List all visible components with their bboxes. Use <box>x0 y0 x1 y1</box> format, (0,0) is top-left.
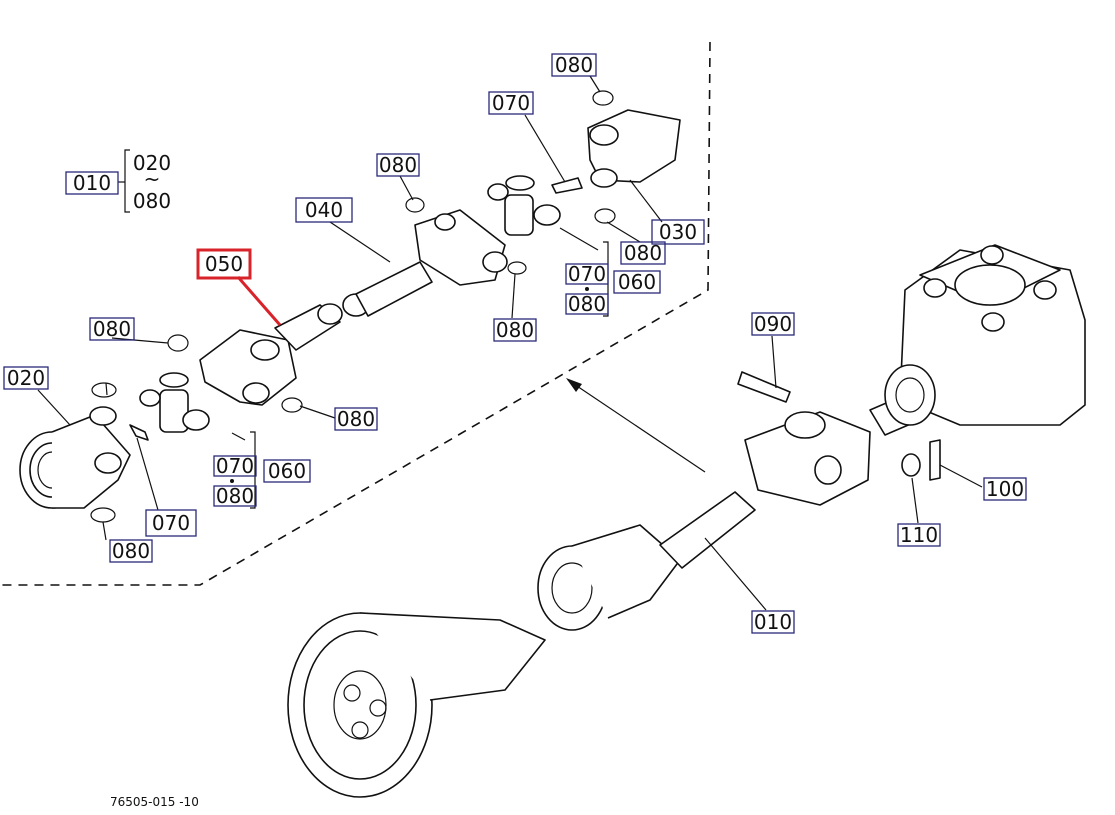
svg-text:080: 080 <box>93 317 131 341</box>
yoke-020 <box>19 406 131 509</box>
svg-text:080: 080 <box>337 407 375 431</box>
callout-100[interactable]: 100 <box>983 477 1027 501</box>
svg-text:060: 060 <box>268 459 306 483</box>
exploded-view-boundary <box>0 41 711 586</box>
svg-text:070: 070 <box>492 91 530 115</box>
svg-text:070: 070 <box>152 511 190 535</box>
range-start-020: 020 <box>133 151 171 175</box>
callout-010-main[interactable]: 010 <box>751 610 795 634</box>
callout-080-c[interactable]: 080 <box>213 484 257 508</box>
callout-060-b[interactable]: 060 <box>613 270 661 294</box>
callout-070-c[interactable]: 070 <box>488 91 534 115</box>
svg-text:080: 080 <box>379 153 417 177</box>
yoke-030 <box>587 90 681 224</box>
callout-070-b[interactable]: 070 <box>145 509 197 537</box>
svg-text:080: 080 <box>112 539 150 563</box>
callout-060-a[interactable]: 060 <box>263 459 311 483</box>
svg-text:010: 010 <box>73 171 111 195</box>
callout-050-highlighted[interactable]: 050 <box>196 248 252 280</box>
splined-shaft-040 <box>342 197 527 317</box>
cross-spider-right <box>487 175 583 236</box>
callout-090[interactable]: 090 <box>751 312 795 336</box>
drawing-number: 76505-015 -10 <box>110 795 199 809</box>
callout-080-b[interactable]: 080 <box>334 407 378 431</box>
svg-text:090: 090 <box>754 312 792 336</box>
callout-030[interactable]: 030 <box>651 219 705 245</box>
group-bracket-060-left <box>230 431 256 509</box>
svg-text:040: 040 <box>305 198 343 222</box>
leader-lines <box>37 75 983 611</box>
callout-080-i[interactable]: 080 <box>565 292 609 316</box>
range-tilde: ~ <box>144 167 161 191</box>
svg-text:010: 010 <box>754 610 792 634</box>
svg-text:070: 070 <box>568 262 606 286</box>
callout-080-a[interactable]: 080 <box>89 317 135 341</box>
exploded-arrow <box>566 378 706 473</box>
callout-020[interactable]: 020 <box>3 366 49 390</box>
svg-text:080: 080 <box>568 292 606 316</box>
assembled-pto-shaft <box>287 371 921 798</box>
callout-080-e[interactable]: 080 <box>376 153 420 177</box>
callout-070-d[interactable]: 070 <box>565 262 609 286</box>
svg-text:060: 060 <box>618 270 656 294</box>
callout-080-d[interactable]: 080 <box>109 539 153 563</box>
callout-070-a[interactable]: 070 <box>213 454 257 478</box>
callout-080-g[interactable]: 080 <box>493 318 537 342</box>
svg-text:070: 070 <box>216 454 254 478</box>
svg-text:110: 110 <box>900 523 938 547</box>
callout-010-top[interactable]: 010 <box>65 171 119 195</box>
callout-110[interactable]: 110 <box>897 523 941 547</box>
svg-text:020: 020 <box>7 366 45 390</box>
range-end-080: 080 <box>133 189 171 213</box>
svg-text:080: 080 <box>624 241 662 265</box>
svg-text:030: 030 <box>659 220 697 244</box>
cross-spider-left <box>129 372 210 441</box>
gearbox <box>884 244 1086 481</box>
yoke-tube-050 <box>199 303 343 413</box>
svg-text:050: 050 <box>205 252 243 276</box>
svg-text:080: 080 <box>216 484 254 508</box>
svg-text:080: 080 <box>555 53 593 77</box>
callout-080-h[interactable]: 080 <box>620 241 666 265</box>
svg-text:100: 100 <box>986 477 1024 501</box>
range-bracket-010 <box>118 149 130 213</box>
callout-040[interactable]: 040 <box>295 197 353 223</box>
svg-text:080: 080 <box>496 318 534 342</box>
callout-080-f[interactable]: 080 <box>551 53 597 77</box>
